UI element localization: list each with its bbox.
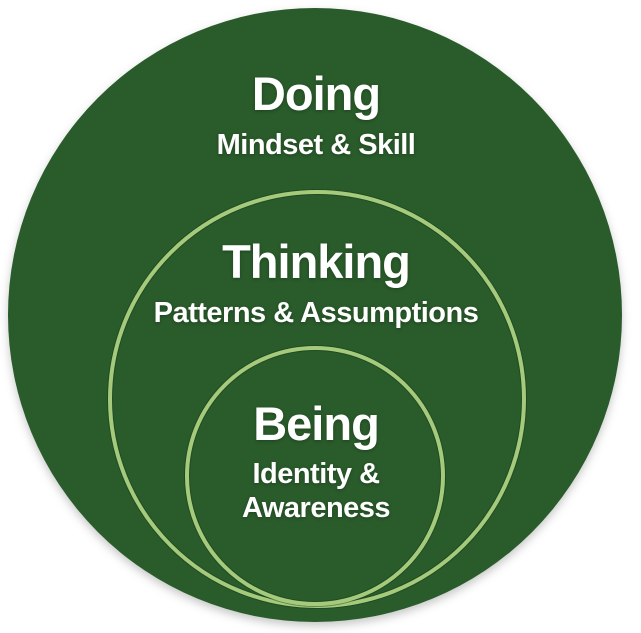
being-subtitle-line-1: Identity &: [252, 458, 380, 490]
doing-subtitle: Mindset & Skill: [216, 129, 416, 161]
being-subtitle: Identity & Awareness: [0, 457, 632, 525]
inner-circle-being: [185, 346, 445, 606]
middle-circle-thinking: [108, 190, 526, 608]
being-title: Being: [253, 397, 380, 450]
thinking-subtitle: Patterns & Assumptions: [153, 297, 479, 329]
doing-title: Doing: [251, 67, 381, 120]
thinking-title: Thinking: [222, 235, 411, 288]
being-subtitle-line-2: Awareness: [241, 492, 391, 524]
